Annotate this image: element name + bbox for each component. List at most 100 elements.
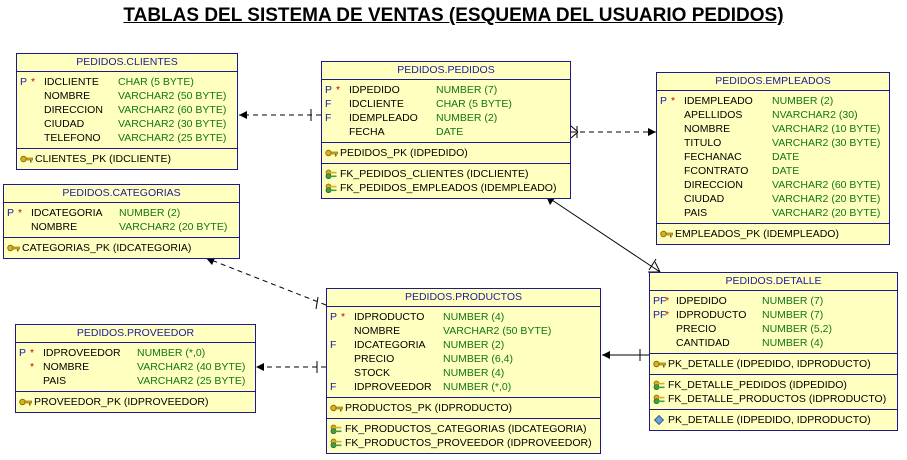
constraint-name: PEDIDOS_PK (IDPEDIDO) xyxy=(340,147,468,159)
foreign-key-icon xyxy=(325,169,337,179)
foreign-key-section: FK_PRODUCTOS_CATEGORIAS (IDCATEGORIA)FK_… xyxy=(327,419,600,453)
column-name: IDCATEGORIA xyxy=(354,339,426,351)
column-name: NOMBRE xyxy=(43,361,90,373)
column-name: PAIS xyxy=(684,207,708,219)
key-flag: P xyxy=(20,76,28,88)
primary-key-section: PRODUCTOS_PK (IDPRODUCTO) xyxy=(327,398,600,419)
mandatory-mark: * xyxy=(30,361,35,373)
column-type: VARCHAR2 (20 BYTE) xyxy=(119,221,228,233)
constraint-name: PROVEEDOR_PK (IDPROVEEDOR) xyxy=(34,396,209,408)
column-name: IDPROVEEDOR xyxy=(43,347,121,359)
column-type: VARCHAR2 (25 BYTE) xyxy=(118,132,227,144)
primary-key-constraint[interactable]: CATEGORIAS_PK (IDCATEGORIA) xyxy=(4,241,239,255)
foreign-key-section: FK_PEDIDOS_CLIENTES (IDCLIENTE)FK_PEDIDO… xyxy=(322,164,570,198)
primary-key-constraint[interactable]: PK_DETALLE (IDPEDIDO, IDPRODUCTO) xyxy=(650,357,897,371)
column-row[interactable]: * NOMBRE VARCHAR2 (40 BYTE) xyxy=(16,360,255,374)
column-name: APELLIDOS xyxy=(684,109,743,121)
table-header: PEDIDOS.PEDIDOS xyxy=(322,62,570,80)
primary-key-constraint[interactable]: PRODUCTOS_PK (IDPRODUCTO) xyxy=(327,401,600,415)
key-icon xyxy=(19,398,32,406)
mandatory-mark: * xyxy=(671,95,676,107)
diagram-title: TABLAS DEL SISTEMA DE VENTAS (ESQUEMA DE… xyxy=(123,5,784,26)
column-name: IDCLIENTE xyxy=(349,98,404,110)
foreign-key-constraint[interactable]: FK_DETALLE_PRODUCTOS (IDPRODUCTO) xyxy=(650,392,897,406)
column-name: FCONTRATO xyxy=(684,165,749,177)
key-icon xyxy=(660,230,673,238)
foreign-key-constraint[interactable]: FK_PRODUCTOS_CATEGORIAS (IDCATEGORIA) xyxy=(327,422,600,436)
column-type: VARCHAR2 (60 BYTE) xyxy=(772,179,881,191)
key-icon xyxy=(7,244,20,252)
foreign-key-constraint[interactable]: FK_DETALLE_PEDIDOS (IDPEDIDO) xyxy=(650,378,897,392)
column-name: DIRECCION xyxy=(684,179,743,191)
foreign-key-constraint[interactable]: FK_PRODUCTOS_PROVEEDOR (IDPROVEEDOR) xyxy=(327,436,600,450)
column-type: CHAR (5 BYTE) xyxy=(118,76,194,88)
column-type: VARCHAR2 (40 BYTE) xyxy=(137,361,246,373)
column-name: IDCLIENTE xyxy=(44,76,99,88)
column-type: NUMBER (2) xyxy=(772,95,834,107)
unique-key-constraint[interactable]: PK_DETALLE (IDPEDIDO, IDPRODUCTO) xyxy=(650,413,897,427)
table-header: PEDIDOS.PROVEEDOR xyxy=(16,325,255,343)
foreign-key-icon xyxy=(653,380,665,390)
column-name: CANTIDAD xyxy=(676,337,730,349)
column-name: IDEMPLEADO xyxy=(684,95,753,107)
column-name: NOMBRE xyxy=(31,221,78,233)
column-type: NUMBER (7) xyxy=(762,309,824,321)
primary-key-constraint[interactable]: PROVEEDOR_PK (IDPROVEEDOR) xyxy=(16,395,255,409)
constraint-name: FK_PRODUCTOS_PROVEEDOR (IDPROVEEDOR) xyxy=(345,437,592,449)
constraint-name: FK_PEDIDOS_CLIENTES (IDCLIENTE) xyxy=(340,168,529,180)
primary-key-constraint[interactable]: EMPLEADOS_PK (IDEMPLEADO) xyxy=(657,227,889,241)
primary-key-constraint[interactable]: CLIENTES_PK (IDCLIENTE) xyxy=(17,152,237,166)
foreign-key-constraint[interactable]: FK_PEDIDOS_EMPLEADOS (IDEMPLEADO) xyxy=(322,181,570,195)
column-type: VARCHAR2 (20 BYTE) xyxy=(772,193,881,205)
mandatory-mark: * xyxy=(18,207,23,219)
column-name: CIUDAD xyxy=(44,118,85,130)
foreign-key-constraint[interactable]: FK_PEDIDOS_CLIENTES (IDCLIENTE) xyxy=(322,167,570,181)
key-flag: PF xyxy=(653,309,667,321)
primary-key-constraint[interactable]: PEDIDOS_PK (IDPEDIDO) xyxy=(322,146,570,160)
column-row[interactable]: NOMBRE VARCHAR2 (20 BYTE) xyxy=(4,220,239,234)
foreign-key-icon xyxy=(330,438,342,448)
constraint-name: EMPLEADOS_PK (IDEMPLEADO) xyxy=(675,228,839,240)
column-row[interactable]: DIRECCION VARCHAR2 (60 BYTE) xyxy=(657,178,889,192)
table-header: PEDIDOS.DETALLE xyxy=(650,273,897,291)
